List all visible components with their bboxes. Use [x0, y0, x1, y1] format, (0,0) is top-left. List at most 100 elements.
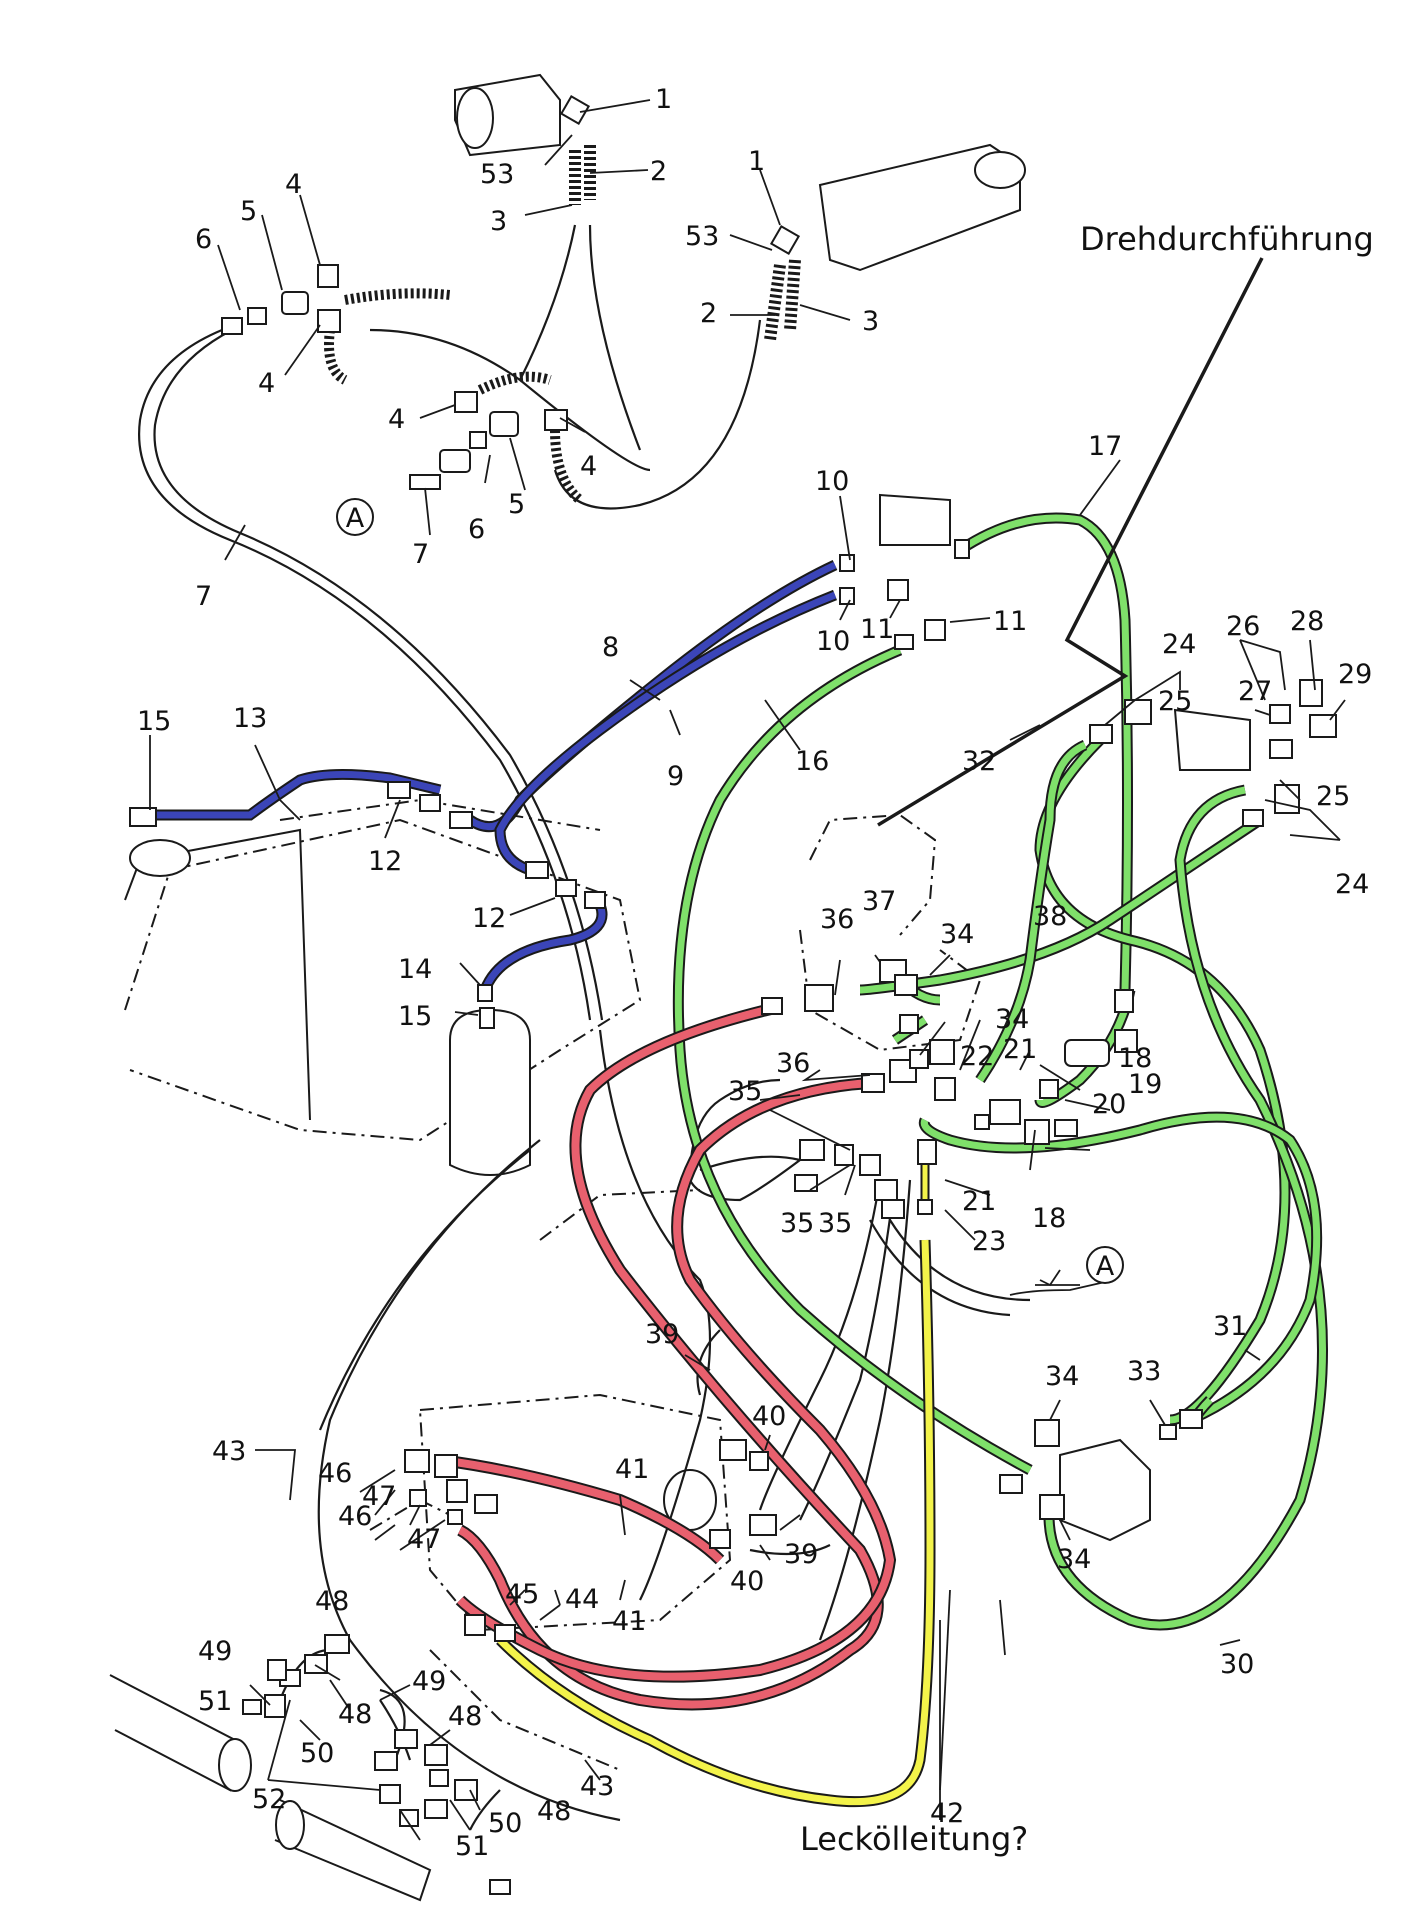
- part-label: 37: [862, 886, 896, 917]
- part-label: 51: [455, 1831, 489, 1862]
- part-label: 12: [368, 846, 402, 877]
- part-label: 2: [650, 156, 667, 187]
- leak-oil-line-annotation: Lecköl­leitung?: [800, 1820, 1028, 1858]
- part-label: 23: [972, 1226, 1006, 1257]
- part-label: 40: [730, 1566, 764, 1597]
- part-label: 48: [537, 1796, 571, 1827]
- part-label: 36: [776, 1048, 810, 1079]
- part-label: 12: [472, 903, 506, 934]
- blue-hoses: [155, 560, 838, 993]
- part-label: 3: [490, 206, 507, 237]
- part-label: 16: [795, 746, 829, 777]
- part-label: 5: [240, 196, 257, 227]
- part-label: 40: [752, 1401, 786, 1432]
- part-label: 51: [198, 1686, 232, 1717]
- part-label: 1: [655, 84, 672, 115]
- part-label: 47: [407, 1524, 441, 1555]
- part-label: 5: [508, 489, 525, 520]
- part-label: 10: [815, 466, 849, 497]
- part-number-labels: 1 53 2 3 1 53 2 3 4 5 6 4 4 4 6 5 7 7 10…: [137, 84, 1372, 1862]
- part-label: 49: [412, 1666, 446, 1697]
- part-label: 4: [285, 169, 302, 200]
- leader-lines: [149, 99, 1346, 1841]
- part-label: 15: [137, 706, 171, 737]
- part-label: 29: [1338, 659, 1372, 690]
- part-label: 18: [1118, 1043, 1152, 1074]
- part-label: 39: [784, 1539, 818, 1570]
- part-label: 46: [318, 1458, 352, 1489]
- part-label: 24: [1335, 869, 1369, 900]
- part-label: 26: [1226, 611, 1260, 642]
- part-label: 34: [1057, 1544, 1091, 1575]
- part-label: 28: [1290, 606, 1324, 637]
- fittings: [129, 94, 1337, 1895]
- part-label: 34: [940, 919, 974, 950]
- part-label: 34: [1045, 1361, 1079, 1392]
- machine-outlines: [109, 73, 1251, 1902]
- part-label: 38: [1033, 901, 1067, 932]
- ref-marker-label: A: [1096, 1251, 1115, 1282]
- part-label: 48: [338, 1699, 372, 1730]
- rotary-joint-annotation: Drehdurchführung: [1080, 220, 1374, 258]
- part-label: 7: [412, 539, 429, 570]
- part-label: 50: [300, 1738, 334, 1769]
- part-label: 31: [1213, 1311, 1247, 1342]
- ref-marker-label: A: [346, 503, 365, 534]
- part-label: 53: [480, 159, 514, 190]
- part-label: 4: [388, 404, 405, 435]
- part-label: 43: [212, 1436, 246, 1467]
- part-label: 53: [685, 221, 719, 252]
- part-label: 13: [233, 703, 267, 734]
- part-label: 4: [580, 451, 597, 482]
- part-label: 10: [816, 626, 850, 657]
- part-label: 25: [1316, 781, 1350, 812]
- part-label: 33: [1127, 1356, 1161, 1387]
- part-label: 27: [1238, 676, 1272, 707]
- part-label: 15: [398, 1001, 432, 1032]
- part-label: 25: [1158, 686, 1192, 717]
- part-label: 14: [398, 954, 432, 985]
- part-label: 34: [995, 1004, 1029, 1035]
- part-label: 46: [338, 1501, 372, 1532]
- white-hoses: [138, 224, 1031, 1831]
- part-label: 21: [962, 1186, 996, 1217]
- part-label: 6: [468, 514, 485, 545]
- part-label: 35: [728, 1076, 762, 1107]
- ref-marker-a-top: A: [336, 498, 374, 536]
- part-label: 35: [818, 1208, 852, 1239]
- part-label: 17: [1088, 431, 1122, 462]
- ref-marker-a-middle: A: [1086, 1246, 1124, 1284]
- part-label: 2: [700, 298, 717, 329]
- part-label: 35: [780, 1208, 814, 1239]
- part-label: 48: [448, 1701, 482, 1732]
- part-label: 32: [962, 746, 996, 777]
- part-label: 7: [195, 581, 212, 612]
- part-label: 4: [258, 368, 275, 399]
- part-label: 8: [602, 632, 619, 663]
- part-label: 6: [195, 224, 212, 255]
- part-label: 18: [1032, 1203, 1066, 1234]
- coiled-hoses: [324, 145, 801, 504]
- part-label: 21: [1003, 1034, 1037, 1065]
- part-label: 11: [860, 614, 894, 645]
- part-label: 49: [198, 1636, 232, 1667]
- part-label: 44: [565, 1584, 599, 1615]
- part-label: 36: [820, 904, 854, 935]
- part-label: 42: [930, 1798, 964, 1829]
- green-hoses: [672, 512, 1328, 1631]
- part-label: 48: [315, 1586, 349, 1617]
- part-label: 47: [362, 1481, 396, 1512]
- part-label: 41: [612, 1606, 646, 1637]
- red-hoses: [439, 1002, 897, 1711]
- part-label: 30: [1220, 1649, 1254, 1680]
- part-label: 52: [252, 1784, 286, 1815]
- part-label: 24: [1162, 629, 1196, 660]
- yellow-hoses: [496, 1160, 936, 1808]
- part-label: 39: [645, 1319, 679, 1350]
- part-label: 20: [1092, 1089, 1126, 1120]
- part-label: 11: [993, 606, 1027, 637]
- part-label: 41: [615, 1454, 649, 1485]
- part-label: 3: [862, 306, 879, 337]
- part-label: 22: [960, 1041, 994, 1072]
